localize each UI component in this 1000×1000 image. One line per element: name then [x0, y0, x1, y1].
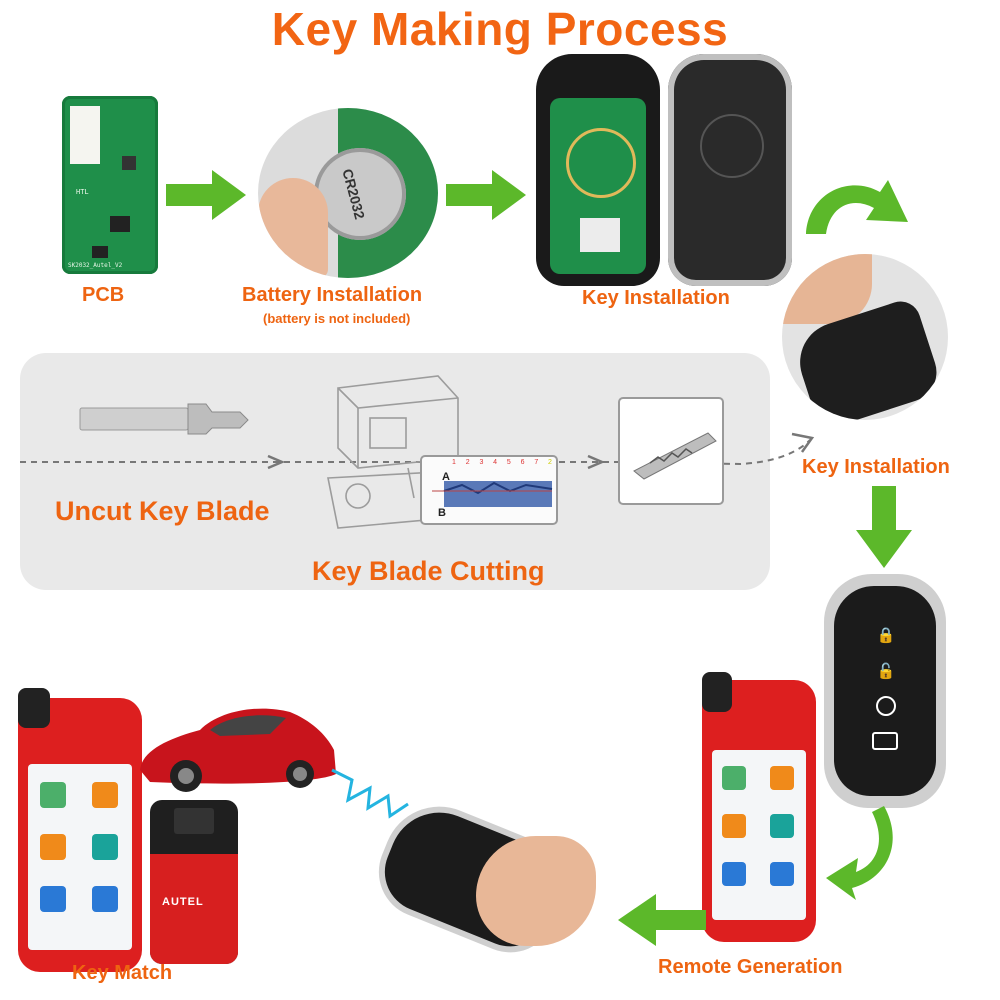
signal-wave-icon [331, 768, 409, 819]
chart-tick: 2 [465, 459, 470, 466]
app-immo [722, 862, 746, 886]
panic-button-icon [876, 696, 896, 716]
app-special [770, 862, 794, 886]
dongle-red-band [150, 854, 238, 964]
label-uncut-blade: Uncut Key Blade [55, 496, 270, 526]
hand-holding-remote [372, 796, 602, 972]
finger [258, 178, 328, 278]
chart-tick: 4 [493, 459, 498, 466]
pcb-coil [566, 128, 636, 198]
label-battery-note: (battery is not included) [263, 311, 411, 326]
chart-tick: 6 [520, 459, 525, 466]
key-tool-device-right [702, 672, 816, 942]
app-reading-cloning [92, 782, 118, 808]
remote-key-body: 🔒 🔓 [834, 586, 936, 796]
battery-coin: CR2032 [314, 148, 406, 240]
dongle-connector [174, 808, 214, 834]
arrow-down-icon [856, 486, 912, 568]
chart-tick: 7 [534, 459, 539, 466]
label-remote-generation: Remote Generation [658, 956, 843, 978]
pcb-chip [122, 156, 136, 170]
chart-tick: 3 [479, 459, 484, 466]
uncut-blade-icon [79, 403, 249, 435]
chart-label-b: B [438, 507, 446, 519]
chart-label-a: A [442, 471, 450, 483]
app-special [92, 886, 118, 912]
lock-button-icon: 🔒 [876, 627, 896, 644]
label-pcb: PCB [82, 284, 125, 306]
car-image [140, 708, 336, 792]
label-battery: Battery Installation [242, 284, 423, 306]
cutting-chart: 1 2 3 4 5 6 7 2 A B [420, 455, 558, 525]
key-tool-device-left [18, 688, 142, 972]
chart-tick: 1 [452, 459, 456, 466]
app-reading-cloning [770, 766, 794, 790]
app-frequency [92, 834, 118, 860]
curved-arrow-icon [806, 180, 908, 234]
arrow-right-icon [166, 170, 246, 220]
tool-screen [712, 750, 806, 920]
curved-arrow-icon [826, 806, 893, 900]
pcb-sticker [70, 106, 100, 164]
trunk-button-icon [872, 732, 898, 750]
cut-profile [432, 481, 553, 507]
antenna [18, 688, 50, 728]
cut-blade-card [618, 397, 724, 505]
label-blade-cutting: Key Blade Cutting [312, 556, 545, 586]
cut-blade-icon [633, 432, 717, 480]
app-universal-key [722, 766, 746, 790]
key-installation-photo [782, 254, 948, 420]
key-shell-back [668, 54, 792, 286]
dongle-brand: AUTEL [162, 896, 204, 908]
app-immo [40, 886, 66, 912]
chart-tick: 5 [506, 459, 511, 466]
pcb-chip [92, 246, 108, 258]
key-shell-open [536, 54, 660, 286]
battery-slot [700, 114, 764, 178]
pcb-text: SK2032_Autel_V2 [68, 262, 123, 269]
app-universal-key [40, 782, 66, 808]
pcb-module [580, 218, 620, 252]
dashed-flow-line [20, 432, 815, 470]
pcb-text: HTL [76, 188, 89, 196]
label-key-installation-2: Key Installation [802, 456, 950, 478]
battery-photo: CR2032 [258, 108, 438, 278]
antenna [702, 672, 732, 712]
hand [782, 254, 872, 324]
tool-screen [28, 764, 132, 950]
obd-dongle: AUTEL [150, 800, 238, 964]
remote-key: 🔒 🔓 [824, 574, 946, 808]
battery-model: CR2032 [339, 167, 369, 221]
arrow-right-icon [446, 170, 526, 220]
arrow-left-icon [618, 894, 706, 946]
key-shell-pcb [550, 98, 646, 274]
app-frequency [770, 814, 794, 838]
app-transponder [722, 814, 746, 838]
label-key-installation-1: Key Installation [582, 287, 730, 309]
chart-tick: 2 [548, 459, 552, 466]
pcb-chip [110, 216, 130, 232]
pcb-board: HTL SK2032_Autel_V2 [62, 96, 158, 274]
page-title: Key Making Process [271, 3, 729, 55]
unlock-button-icon: 🔓 [876, 663, 896, 680]
label-key-match: Key Match [72, 962, 173, 984]
chart-tick-row: 1 2 3 4 5 6 7 2 [452, 459, 552, 469]
hand [476, 836, 596, 946]
app-transponder [40, 834, 66, 860]
